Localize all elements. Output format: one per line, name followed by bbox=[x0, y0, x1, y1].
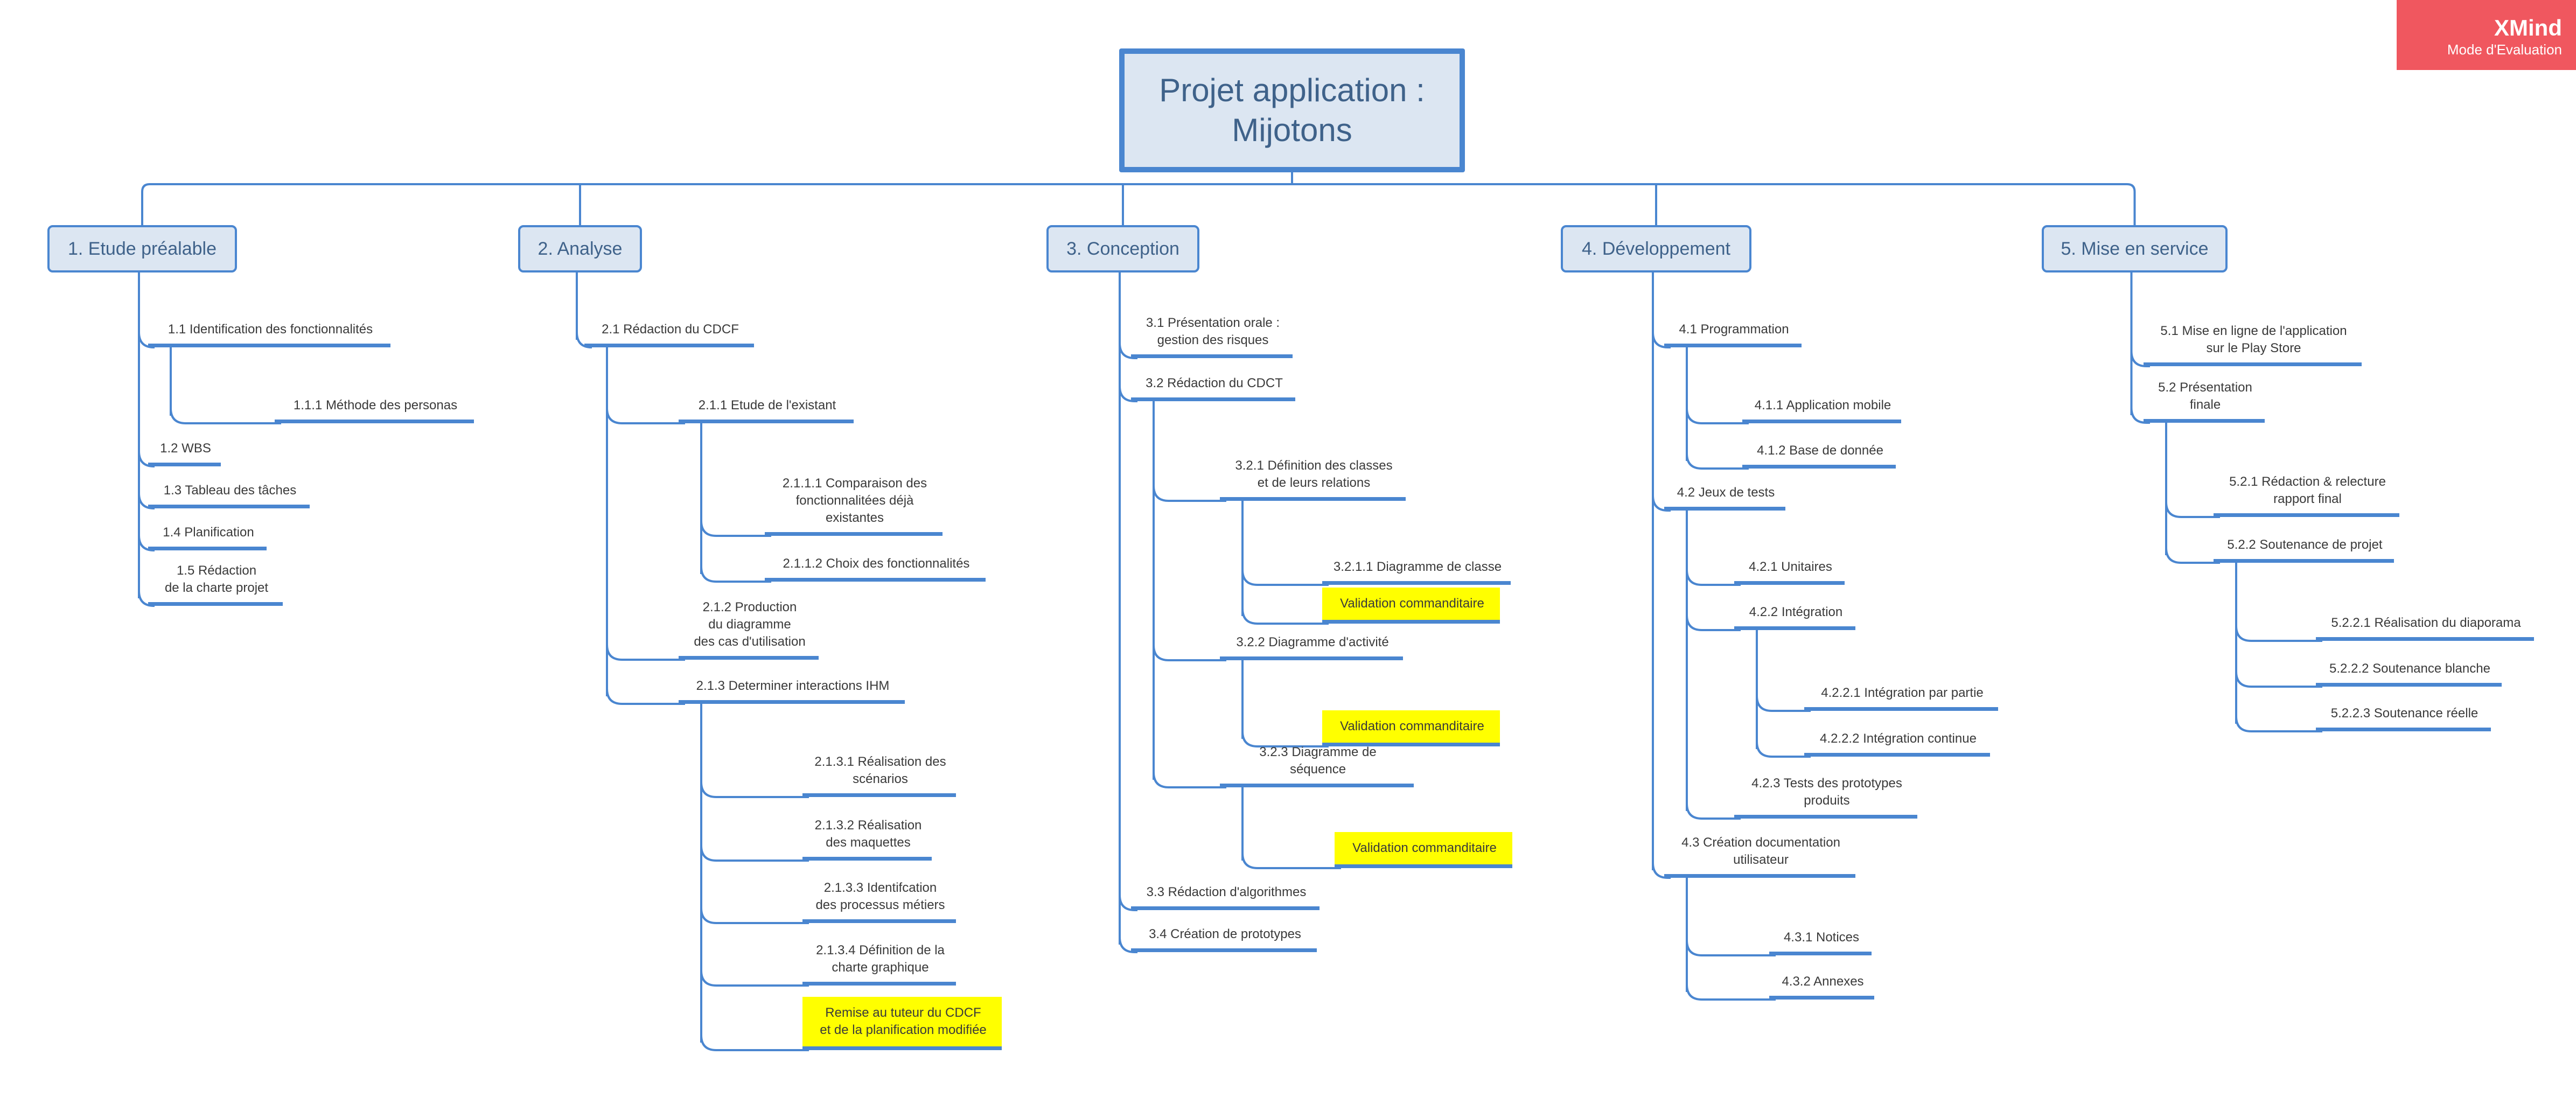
subtopic[interactable]: 3.2 Rédaction du CDCT bbox=[1131, 375, 1295, 401]
subtopic[interactable]: 5.1 Mise en ligne de l'application sur l… bbox=[2144, 323, 2362, 366]
connector-line bbox=[606, 408, 685, 424]
subtopic[interactable]: 3.4 Création de prototypes bbox=[1131, 926, 1317, 952]
subtopic[interactable]: 2.1.3.3 Identifcation des processus méti… bbox=[802, 879, 956, 923]
subtopic[interactable]: 1.2 WBS bbox=[148, 440, 221, 466]
subtopic[interactable]: 3.3 Rédaction d'algorithmes bbox=[1131, 884, 1320, 910]
connector-line bbox=[1686, 569, 1741, 586]
connector-line bbox=[700, 566, 771, 583]
connector-line bbox=[1153, 485, 1226, 502]
connector-line bbox=[2235, 671, 2322, 688]
milestone-topic[interactable]: Validation commanditaire bbox=[1335, 832, 1512, 868]
watermark-badge: XMind Mode d'Evaluation bbox=[2397, 0, 2576, 70]
connector-line bbox=[2165, 547, 2220, 564]
connector-line bbox=[700, 520, 771, 537]
subtopic[interactable]: 4.3.1 Notices bbox=[1769, 929, 1872, 955]
connector-line bbox=[141, 183, 150, 225]
subtopic[interactable]: 2.1.3 Determiner interactions IHM bbox=[679, 677, 905, 704]
connector-line bbox=[1241, 608, 1329, 625]
connector-line bbox=[700, 970, 809, 987]
connector-line bbox=[1241, 569, 1329, 586]
subtopic[interactable]: 4.2.2.1 Intégration par partie bbox=[1804, 684, 1998, 711]
subtopic[interactable]: 1.4 Planification bbox=[148, 524, 267, 550]
subtopic[interactable]: 3.2.2 Diagramme d'activité bbox=[1220, 634, 1403, 660]
subtopic[interactable]: 4.3.2 Annexes bbox=[1769, 973, 1874, 1000]
subtopic[interactable]: 2.1.1.1 Comparaison des fonctionnalitées… bbox=[765, 475, 943, 536]
connector-line bbox=[1686, 803, 1741, 820]
connector-line bbox=[2235, 716, 2322, 732]
subtopic[interactable]: 4.2 Jeux de tests bbox=[1664, 484, 1785, 511]
subtopic[interactable]: 2.1.3.4 Définition de la charte graphiqu… bbox=[802, 942, 956, 986]
connector-line bbox=[1686, 984, 1776, 1001]
connector-line bbox=[1756, 695, 1811, 712]
connector-line bbox=[1686, 408, 1749, 424]
branch-topic-3[interactable]: 3. Conception bbox=[1046, 225, 1199, 272]
connector-line bbox=[1153, 645, 1226, 661]
connector-line bbox=[170, 408, 281, 424]
watermark-brand: XMind bbox=[2494, 15, 2562, 40]
subtopic[interactable]: 4.1.1 Application mobile bbox=[1742, 397, 1901, 423]
subtopic[interactable]: 4.2.3 Tests des prototypes produits bbox=[1734, 775, 1917, 819]
subtopic[interactable]: 3.2.1 Définition des classes et de leurs… bbox=[1220, 457, 1406, 501]
subtopic[interactable]: 5.2.2 Soutenance de projet bbox=[2214, 536, 2394, 563]
subtopic[interactable]: 5.2.1 Rédaction & relecture rapport fina… bbox=[2214, 473, 2399, 517]
branch-topic-4[interactable]: 4. Développement bbox=[1561, 225, 1751, 272]
connector-line bbox=[2165, 501, 2220, 518]
connector-line bbox=[700, 781, 809, 798]
milestone-topic[interactable]: Validation commanditaire bbox=[1322, 588, 1500, 624]
branch-topic-2[interactable]: 2. Analyse bbox=[518, 225, 642, 272]
subtopic[interactable]: 5.2.2.2 Soutenance blanche bbox=[2316, 660, 2502, 687]
subtopic[interactable]: 2.1.3.1 Réalisation des scénarios bbox=[802, 753, 956, 797]
connector-line bbox=[606, 644, 685, 661]
subtopic[interactable]: 2.1.1 Etude de l'existant bbox=[679, 397, 854, 423]
subtopic[interactable]: 1.3 Tableau des tâches bbox=[148, 482, 310, 508]
subtopic[interactable]: 1.1 Identification des fonctionnalités bbox=[148, 321, 390, 347]
subtopic[interactable]: 3.2.1.1 Diagramme de classe bbox=[1322, 558, 1511, 585]
connector-line bbox=[2127, 183, 2136, 225]
connector-line bbox=[700, 845, 809, 862]
connector-line bbox=[1686, 453, 1749, 470]
subtopic[interactable]: 5.2.2.1 Réalisation du diaporama bbox=[2316, 614, 2534, 641]
connector-line bbox=[1241, 853, 1341, 869]
connector-line bbox=[1153, 772, 1226, 788]
branch-topic-5[interactable]: 5. Mise en service bbox=[2042, 225, 2228, 272]
subtopic[interactable]: 4.2.2.2 Intégration continue bbox=[1804, 730, 1990, 757]
subtopic[interactable]: 4.2.2 Intégration bbox=[1734, 604, 1855, 630]
subtopic[interactable]: 2.1.3.2 Réalisation des maquettes bbox=[802, 817, 932, 861]
connector-line bbox=[700, 1035, 809, 1051]
subtopic[interactable]: 1.1.1 Méthode des personas bbox=[275, 397, 474, 423]
branch-topic-1[interactable]: 1. Etude préalable bbox=[47, 225, 237, 272]
subtopic[interactable]: 5.2.2.3 Soutenance réelle bbox=[2316, 705, 2491, 731]
subtopic[interactable]: 4.1.2 Base de donnée bbox=[1742, 442, 1896, 469]
connector-line bbox=[606, 688, 685, 705]
milestone-topic[interactable]: Remise au tuteur du CDCF et de la planif… bbox=[802, 997, 1002, 1050]
watermark-mode: Mode d'Evaluation bbox=[2447, 41, 2562, 58]
connector-line bbox=[2235, 625, 2322, 642]
subtopic[interactable]: 4.2.1 Unitaires bbox=[1734, 558, 1845, 585]
connector-line bbox=[1686, 614, 1741, 631]
subtopic[interactable]: 5.2 Présentation finale bbox=[2144, 379, 2265, 423]
subtopic[interactable]: 2.1.1.2 Choix des fonctionnalités bbox=[765, 555, 986, 582]
subtopic[interactable]: 4.3 Création documentation utilisateur bbox=[1664, 834, 1855, 878]
connector-line bbox=[1756, 741, 1811, 758]
subtopic[interactable]: 3.1 Présentation orale : gestion des ris… bbox=[1131, 315, 1293, 358]
subtopic[interactable]: 1.5 Rédaction de la charte projet bbox=[148, 562, 283, 606]
root-topic[interactable]: Projet application : Mijotons bbox=[1119, 48, 1465, 172]
subtopic[interactable]: 4.1 Programmation bbox=[1664, 321, 1802, 347]
milestone-topic[interactable]: Validation commanditaire bbox=[1322, 710, 1500, 746]
connector-line bbox=[700, 907, 809, 924]
subtopic[interactable]: 2.1 Rédaction du CDCF bbox=[584, 321, 754, 347]
subtopic[interactable]: 3.2.3 Diagramme de séquence bbox=[1220, 744, 1414, 787]
subtopic[interactable]: 2.1.2 Production du diagramme des cas d'… bbox=[679, 599, 819, 660]
connector-line bbox=[1686, 940, 1776, 956]
